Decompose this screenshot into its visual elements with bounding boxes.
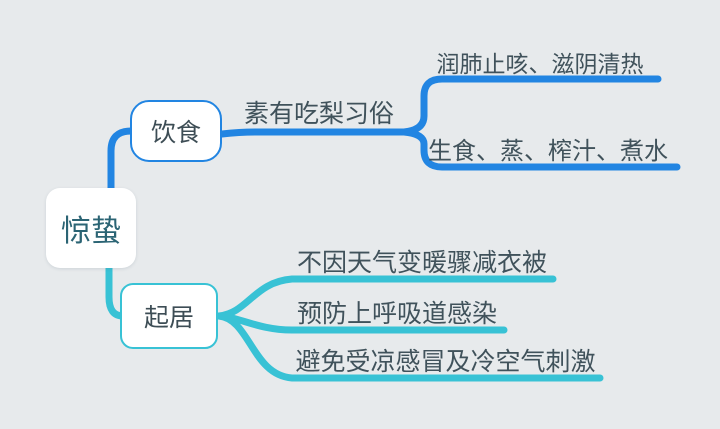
subtopic-pear-custom-label: 素有吃梨习俗 (243, 100, 394, 128)
leaf-pear-methods-label: 生食、蒸、榨汁、煮水 (428, 138, 668, 165)
leaf-pear-effects[interactable]: 润肺止咳、滋阴清热 (420, 51, 660, 77)
connector-custom-to-methods (400, 128, 681, 171)
leaf-avoid-cold[interactable]: 避免受凉感冒及冷空气刺激 (288, 348, 603, 377)
connector-root-to-yinshi (107, 127, 135, 194)
subtopic-pear-custom[interactable]: 素有吃梨习俗 (228, 100, 410, 129)
leaf-keep-clothes[interactable]: 不因天气变暖骤减衣被 (288, 249, 556, 278)
connector-yinshi-to-custom (218, 128, 411, 138)
leaf-pear-methods[interactable]: 生食、蒸、榨汁、煮水 (416, 138, 680, 166)
connector-qiju-to-leaf3 (215, 312, 604, 382)
branch-node-living[interactable]: 起居 (120, 283, 218, 349)
branch-node-diet-label: 饮食 (150, 119, 201, 147)
leaf-prevent-infection[interactable]: 预防上呼吸道感染 (288, 300, 506, 329)
leaf-pear-effects-label: 润肺止咳、滋阴清热 (436, 51, 644, 77)
branch-node-diet[interactable]: 饮食 (130, 100, 222, 162)
leaf-keep-clothes-label: 不因天气变暖骤减衣被 (296, 249, 547, 277)
leaf-prevent-infection-label: 预防上呼吸道感染 (296, 300, 497, 328)
leaf-avoid-cold-label: 避免受凉感冒及冷空气刺激 (295, 348, 596, 376)
connector-custom-to-effects (400, 75, 662, 136)
branch-node-living-label: 起居 (143, 304, 194, 332)
root-node-label: 惊蛰 (61, 215, 121, 248)
root-node-jingzhe[interactable]: 惊蛰 (46, 188, 136, 268)
